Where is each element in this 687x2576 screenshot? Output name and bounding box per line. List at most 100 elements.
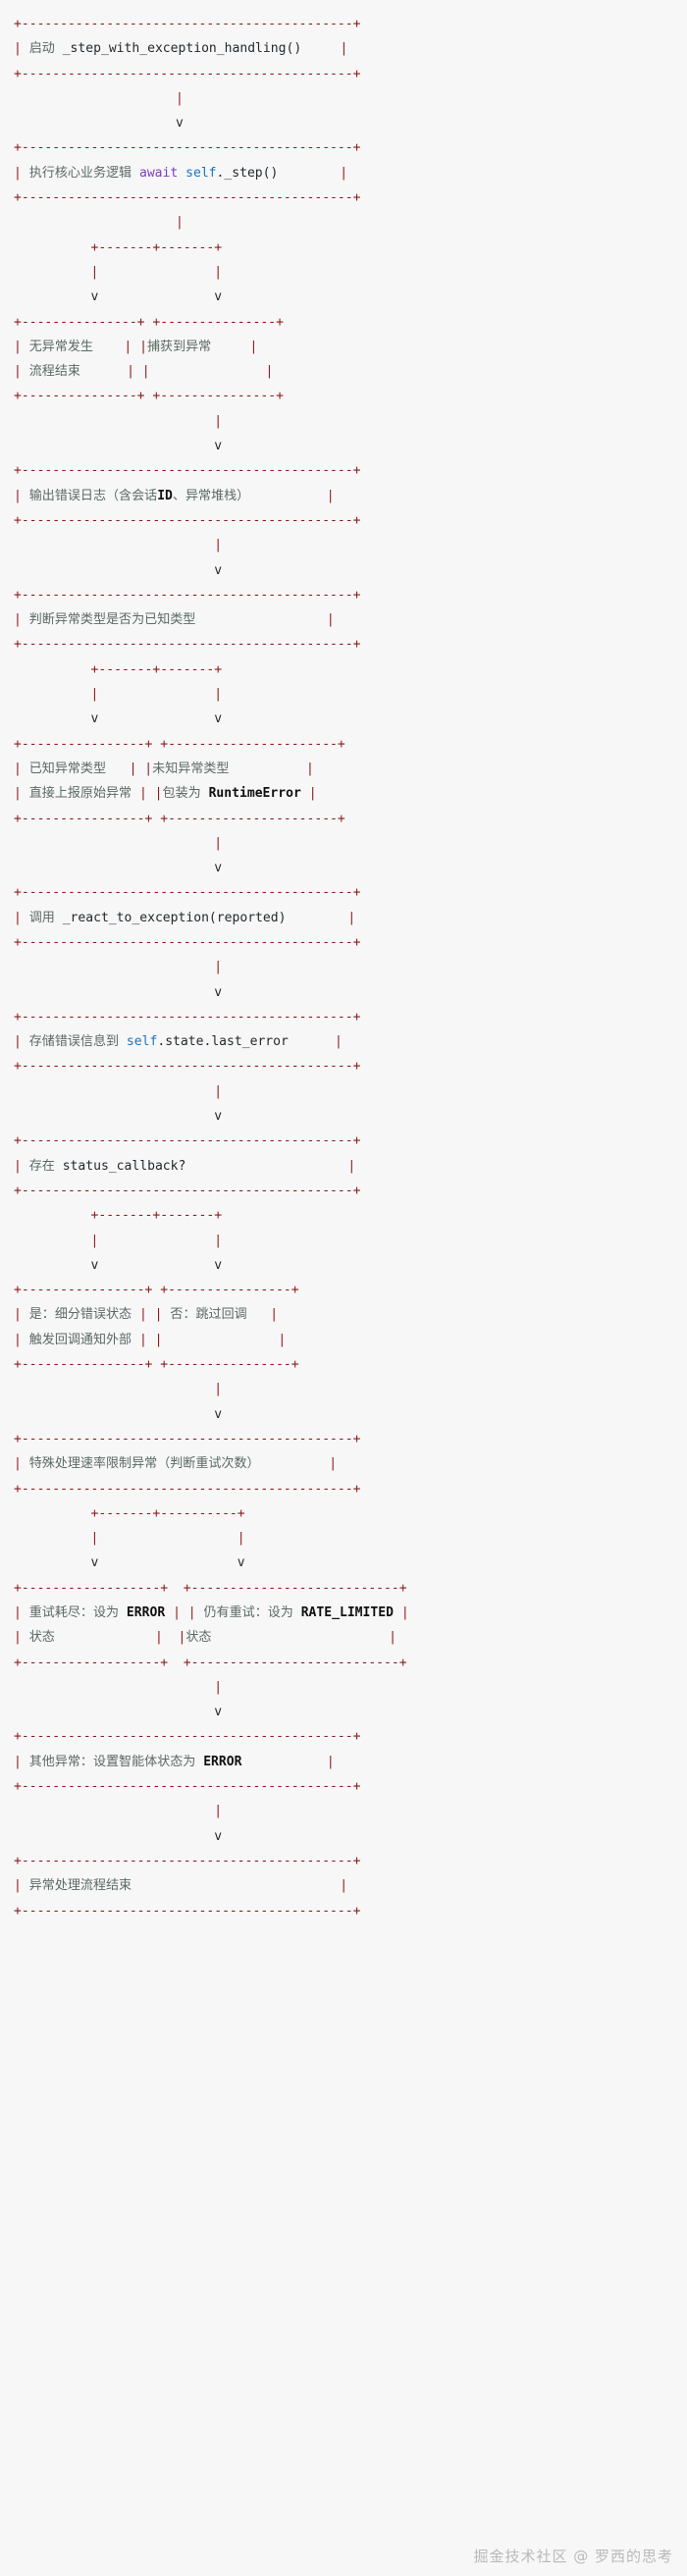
box-border: +---------------------------------------… (14, 1059, 361, 1075)
node-react-code: _react_to_exception(reported) (62, 910, 287, 925)
class-runtime-error: RuntimeError (208, 786, 301, 802)
box-pipe: | (14, 612, 22, 628)
arrow-down-icon: v (14, 562, 223, 578)
box-pipe: | (14, 1630, 22, 1646)
const-error: ERROR (126, 1605, 166, 1620)
arrow-down-icon: v (14, 439, 223, 454)
node-core-cjk: 执行核心业务逻辑 (28, 165, 132, 181)
arrow-down-icon: v v (14, 289, 223, 305)
arrow-down-icon: v (14, 1828, 223, 1844)
node-end-cjk: 异常处理流程结束 (28, 1878, 132, 1894)
box-pipe: | (14, 786, 22, 802)
node-other-exc-cjk: 其他异常：设置智能体状态为 (28, 1754, 196, 1769)
node-start-cjk: 启动 (28, 41, 55, 57)
const-error: ERROR (203, 1754, 242, 1769)
box-pipe: | (400, 1605, 409, 1620)
box-pipe: | (14, 488, 22, 503)
ascii-flowchart-pre: +---------------------------------------… (0, 12, 687, 1923)
box-pipe: | (340, 1878, 348, 1894)
box-border: +----------------+ +--------------------… (14, 811, 345, 826)
node-store-code: .state.last_error (157, 1034, 289, 1050)
node-retry-left-cjk: 仍有重试：设为 (203, 1605, 293, 1620)
node-known-cjk: 已知异常类型 (28, 761, 107, 776)
box-border: +---------------------------------------… (14, 637, 361, 653)
box-pipe: | (14, 1456, 22, 1472)
box-border: +---------------------------------------… (14, 934, 361, 950)
connector-pipe: | | (14, 687, 223, 703)
arrow-down-icon: v v (14, 1555, 245, 1571)
box-border: +------------------+ +------------------… (14, 1580, 407, 1596)
node-no-exception-cjk: 无异常发生 (28, 339, 93, 354)
connector-pipe: | (14, 960, 223, 975)
box-pipe: | (14, 910, 22, 925)
box-border: +---------------------------------------… (14, 885, 361, 901)
connector-pipe: | (14, 835, 223, 851)
arrow-down-icon: v (14, 116, 184, 131)
box-pipe: | (14, 364, 22, 380)
node-known-cjk2: 直接上报原始异常 (28, 786, 132, 802)
box-pipe: | (14, 1754, 22, 1769)
connector-pipe: | | (14, 264, 223, 280)
box-border: +---------------------------------------… (14, 1133, 361, 1149)
box-pipe: | (14, 1878, 22, 1894)
box-pipe: | (326, 612, 335, 628)
box-pipe: | (329, 1456, 338, 1472)
connector-pipe: | (14, 413, 223, 429)
box-pipe: | | | (138, 1332, 287, 1347)
box-border: +---------------+ +---------------+ (14, 314, 284, 330)
box-pipe: | (308, 786, 317, 802)
node-retry-done-cjk2: 状态 (28, 1630, 55, 1646)
box-pipe: | (306, 761, 314, 776)
box-border: +---------------------------------------… (14, 587, 361, 603)
box-pipe: | (14, 1158, 22, 1174)
arrow-down-icon: v (14, 1109, 223, 1125)
box-pipe: | (14, 41, 22, 57)
box-border: +---------------------------------------… (14, 1779, 361, 1795)
box-pipe: | (340, 41, 348, 57)
box-border: +---------------------------------------… (14, 1009, 361, 1025)
arrow-down-icon: v (14, 1406, 223, 1422)
connector-pipe: | (14, 538, 223, 553)
box-border: +---------------+ +---------------+ (14, 389, 284, 404)
arrow-down-icon: v (14, 1705, 223, 1720)
box-pipe: | | | (127, 364, 274, 380)
connector-pipe: | | (14, 1531, 245, 1547)
node-yes-cb-cjk: 是：细分错误状态 (28, 1307, 132, 1323)
box-border: +---------------------------------------… (14, 140, 361, 156)
box-pipe: | (270, 1307, 279, 1323)
node-yes-cb-cjk2: 触发回调通知外部 (28, 1332, 132, 1347)
arrow-down-icon: v (14, 984, 223, 1000)
box-pipe: | (14, 1034, 22, 1050)
node-log-cjk: 输出错误日志（含会话 (28, 488, 158, 503)
box-pipe: | | (154, 1630, 186, 1646)
node-judge-type-cjk: 判断异常类型是否为已知类型 (28, 612, 196, 628)
box-border: +----------------+ +----------------+ (14, 1283, 299, 1298)
box-border: +---------------------------------------… (14, 1183, 361, 1198)
node-log-id: ID (157, 488, 173, 503)
node-caught-cjk: 捕获到异常 (146, 339, 212, 354)
connector-pipe: | | (14, 1233, 223, 1248)
box-pipe: | (389, 1630, 397, 1646)
node-retry-done-cjk: 重试耗尽：设为 (28, 1605, 120, 1620)
connector-pipe: | (14, 1804, 223, 1819)
box-border: +---------------------------------------… (14, 190, 361, 206)
box-pipe: | (326, 488, 335, 503)
node-store-cjk: 存储错误信息到 (28, 1034, 120, 1050)
box-border: +---------------------------------------… (14, 1729, 361, 1745)
node-no-exception-cjk2: 流程结束 (28, 364, 80, 380)
connector-pipe: | (14, 1083, 223, 1099)
node-has-callback-code: status_callback? (62, 1158, 186, 1174)
connector-pipe: | (14, 1382, 223, 1397)
branch-tee: +-------+----------+ (14, 1505, 245, 1521)
node-start-code: _step_with_exception_handling() (62, 41, 302, 57)
box-pipe: | | (124, 339, 147, 354)
branch-tee: +-------+-------+ (14, 661, 223, 677)
box-border: +---------------------------------------… (14, 17, 361, 31)
box-pipe: | | (129, 761, 153, 776)
box-border: +---------------------------------------… (14, 1853, 361, 1868)
ident-self: self (185, 165, 217, 181)
box-border: +---------------------------------------… (14, 1481, 361, 1497)
node-rate-limit-cjk: 特殊处理速率限制异常（判断重试次数） (28, 1456, 260, 1472)
connector-pipe: | (14, 1679, 223, 1695)
box-pipe: | (347, 910, 356, 925)
